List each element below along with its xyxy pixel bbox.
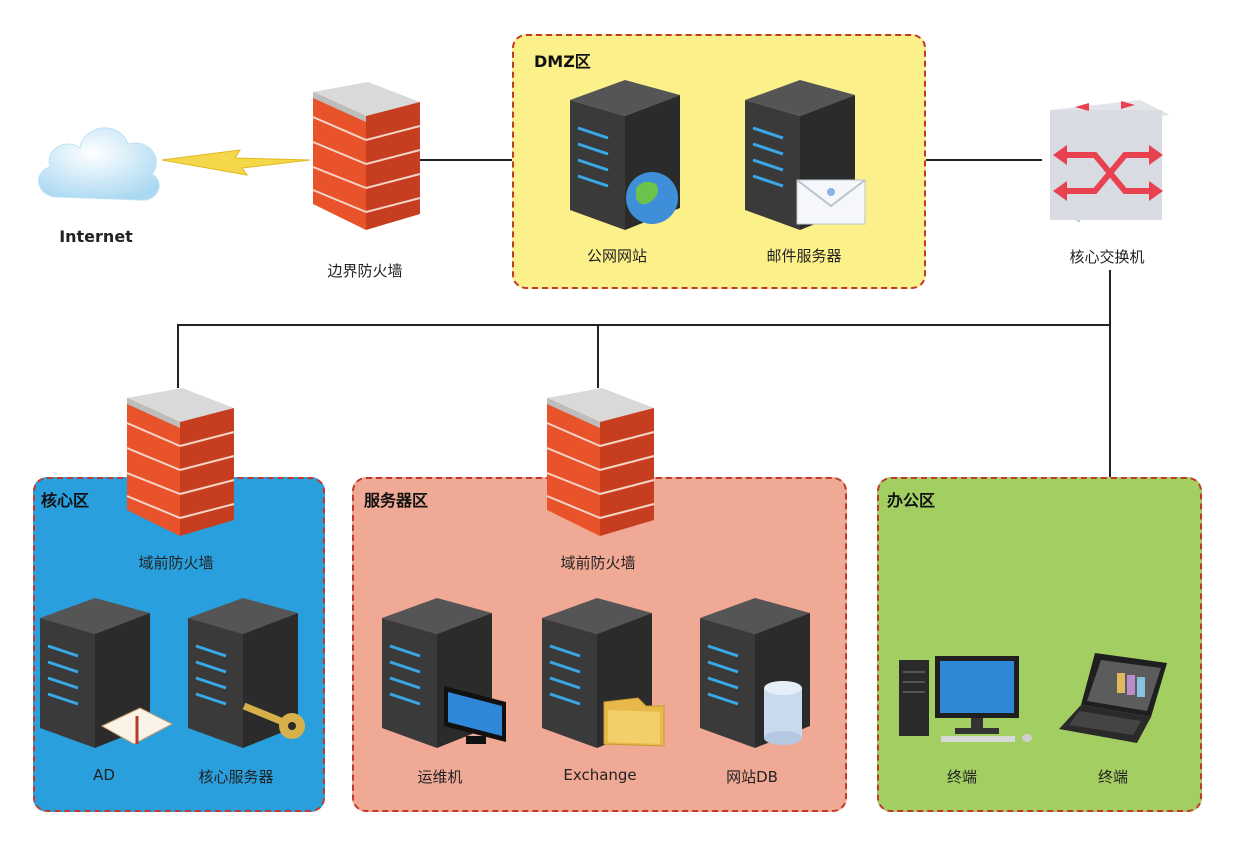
core-switch-label: 核心交换机 — [1069, 248, 1145, 266]
ops-label: 运维机 — [417, 768, 463, 786]
server-firewall-label: 域前防火墙 — [560, 554, 636, 572]
core-server-label: 核心服务器 — [198, 768, 274, 786]
ad-label: AD — [93, 766, 115, 784]
public-web-label: 公网网站 — [586, 247, 648, 265]
border-firewall-label: 边界防火墙 — [327, 262, 403, 280]
server-db-icon — [700, 598, 810, 748]
server-core-icon — [188, 598, 305, 748]
mail-server-label: 邮件服务器 — [766, 247, 842, 265]
firewall-core-icon — [126, 388, 235, 536]
core-firewall-label: 域前防火墙 — [138, 554, 214, 572]
desktop-pc-icon — [899, 656, 1032, 742]
dmz-zone-title: DMZ区 — [534, 52, 591, 71]
server-web-icon — [570, 80, 680, 230]
server-ad-icon — [40, 598, 174, 748]
exchange-label: Exchange — [563, 766, 637, 784]
firewall-server-icon — [546, 388, 655, 536]
terminal2-label: 终端 — [1097, 768, 1129, 786]
bus-link — [177, 324, 1110, 388]
lightning-link-icon — [161, 149, 311, 176]
server-mail-icon — [745, 80, 866, 230]
terminal1-label: 终端 — [946, 768, 978, 786]
office-zone: 办公区 — [877, 477, 1202, 812]
server-zone-title: 服务器区 — [364, 491, 429, 510]
server-exchange-icon — [542, 598, 665, 748]
office-zone-title: 办公区 — [887, 491, 936, 510]
server-ops-icon — [382, 598, 506, 748]
switch-icon — [1050, 100, 1170, 223]
laptop-icon — [1059, 653, 1167, 743]
firewall-icon — [312, 82, 421, 230]
web-db-label: 网站DB — [726, 768, 778, 786]
internet-label: Internet — [59, 227, 133, 246]
core-zone-title: 核心区 — [41, 491, 90, 510]
cloud-icon — [38, 127, 160, 201]
